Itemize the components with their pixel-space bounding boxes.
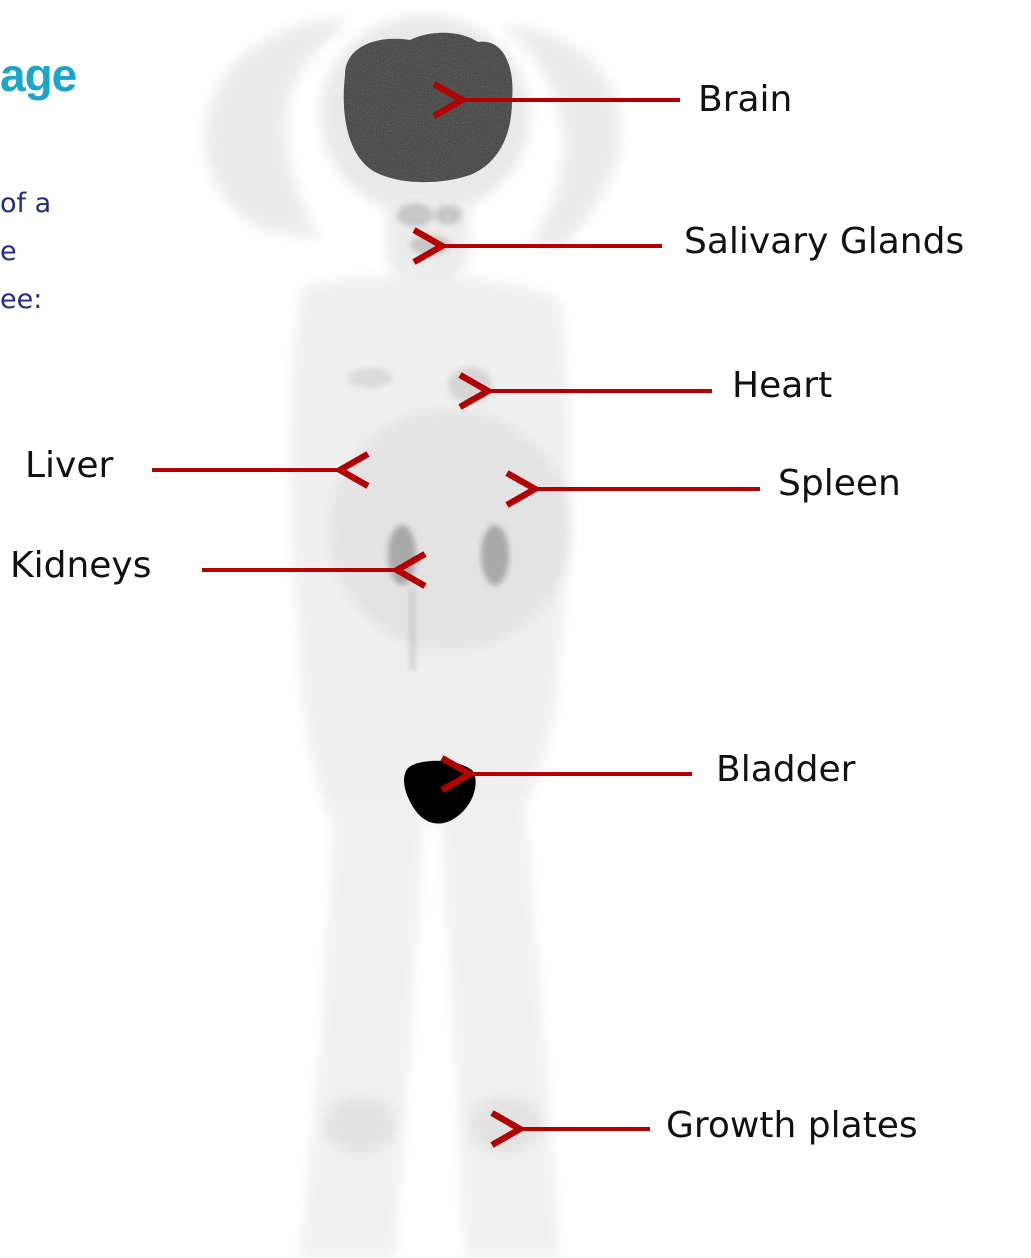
- label-salivary-glands: Salivary Glands: [684, 224, 964, 260]
- label-liver: Liver: [25, 448, 113, 484]
- shoulder-region: [348, 368, 392, 388]
- brain-texture: [344, 33, 513, 182]
- growth-plate-right: [470, 1097, 540, 1153]
- label-kidneys: Kidneys: [10, 548, 152, 584]
- label-brain: Brain: [698, 82, 792, 118]
- heart-region: [448, 367, 492, 403]
- label-bladder: Bladder: [716, 752, 855, 788]
- label-spleen: Spleen: [778, 466, 901, 502]
- growth-plate-left: [325, 1097, 395, 1153]
- label-growth-plates: Growth plates: [666, 1108, 918, 1144]
- liver-region: [330, 410, 570, 650]
- label-heart: Heart: [732, 368, 832, 404]
